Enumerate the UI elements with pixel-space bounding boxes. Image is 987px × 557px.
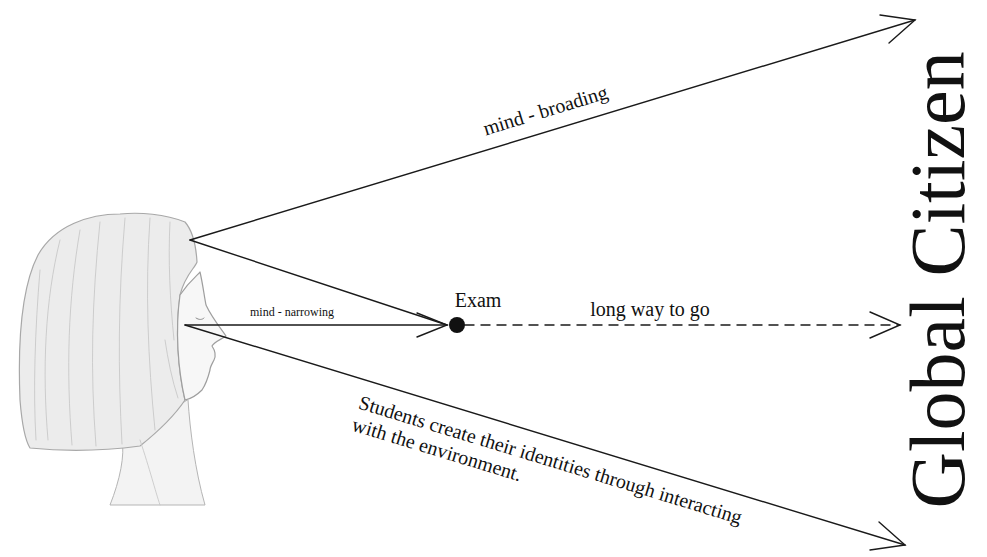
diagonal-line (190, 240, 447, 325)
arrowhead (417, 313, 447, 337)
arrow-note: Students create their identities through… (349, 391, 764, 557)
head-sketch (19, 213, 226, 505)
arrow-label: mind - broading (480, 80, 610, 139)
goal-title: Global Citizen (893, 51, 983, 508)
node-label: Exam (455, 289, 502, 312)
arrowhead (880, 15, 915, 43)
arrow-label: mind - narrowing (250, 306, 334, 320)
identity-line (185, 325, 905, 545)
broadening-line (190, 20, 915, 240)
exam-dot (449, 317, 465, 333)
arrowhead (870, 522, 905, 550)
narrowing-line (185, 324, 447, 325)
dashed-line (465, 324, 900, 325)
arrow-label: long way to go (590, 298, 709, 321)
